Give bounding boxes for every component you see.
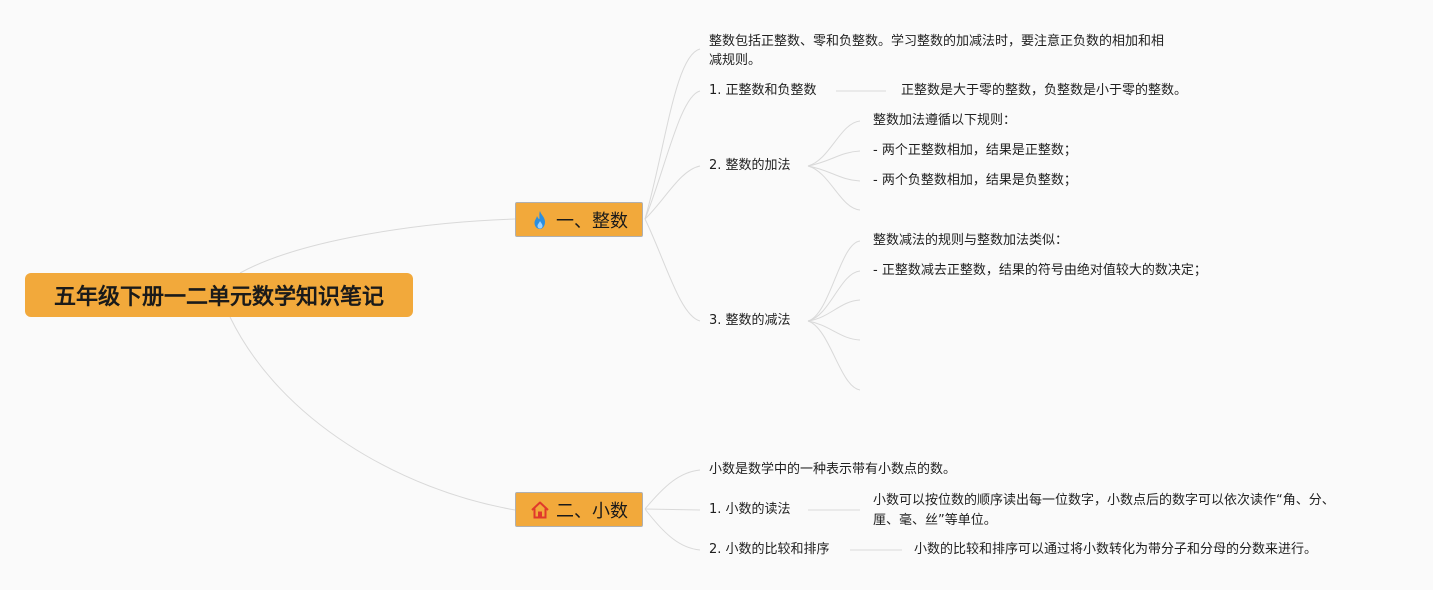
integers-intro-line1: 整数包括正整数、零和负整数。学习整数的加减法时，要注意正负数的相加和相 bbox=[709, 34, 1165, 49]
link-integers-topic1 bbox=[644, 90, 701, 220]
topic-detail: 正整数是大于零的整数，负整数是小于零的整数。 bbox=[901, 83, 1188, 98]
root-node[interactable]: 五年级下册一二单元数学知识笔记 bbox=[25, 273, 413, 317]
topic-detail: 小数可以按位数的顺序读出每一位数字，小数点后的数字可以依次读作“角、分、 bbox=[873, 493, 1335, 508]
branch-node-decimals[interactable]: 二、小数 bbox=[515, 492, 643, 527]
topic-detail: - 正整数减去正整数，结果的符号由绝对值较大的数决定； bbox=[873, 263, 1207, 278]
link-topic2-detail3 bbox=[807, 165, 861, 182]
topic-detail: 厘、毫、丝”等单位。 bbox=[873, 513, 997, 528]
branch-node-integers[interactable]: 一、整数 bbox=[515, 202, 643, 237]
link-root-decimals bbox=[229, 316, 516, 511]
link-topic3-detail1 bbox=[807, 240, 861, 322]
fire-icon bbox=[534, 210, 545, 229]
topic-label[interactable]: 2. 整数的加法 bbox=[709, 158, 791, 173]
topic-detail: - 两个负整数相加，结果是负整数； bbox=[873, 173, 1077, 188]
decimals-intro: 小数是数学中的一种表示带有小数点的数。 bbox=[709, 462, 957, 477]
link-integers-intro bbox=[644, 48, 701, 220]
link-topic3-detail4 bbox=[807, 320, 861, 341]
topic-label[interactable]: 2. 小数的比较和排序 bbox=[709, 542, 830, 557]
link-integers-topic3 bbox=[644, 218, 701, 322]
root-title: 五年级下册一二单元数学知识笔记 bbox=[53, 285, 384, 310]
link-decimals-topic1 bbox=[644, 508, 701, 511]
topic-label[interactable]: 1. 正整数和负整数 bbox=[709, 83, 817, 98]
topic-label[interactable]: 3. 整数的减法 bbox=[709, 313, 791, 328]
link-decimals-topic2 bbox=[644, 508, 701, 551]
link-topic2-detail1 bbox=[807, 120, 861, 167]
link-topic3-detail2 bbox=[807, 270, 861, 322]
branch-title: 二、小数 bbox=[556, 500, 628, 522]
topic-detail: - 两个正整数相加，结果是正整数； bbox=[873, 143, 1077, 158]
link-integers-topic2 bbox=[644, 165, 701, 220]
link-topic2-detail4 bbox=[807, 165, 861, 211]
home-icon bbox=[531, 501, 549, 518]
link-topic3-detail3 bbox=[807, 299, 861, 322]
topic-detail: 小数的比较和排序可以通过将小数转化为带分子和分母的分数来进行。 bbox=[914, 542, 1318, 557]
branch-title: 一、整数 bbox=[556, 210, 628, 232]
topic-detail: 整数加法遵循以下规则： bbox=[873, 113, 1017, 128]
link-decimals-intro bbox=[644, 469, 701, 510]
link-topic2-detail2 bbox=[807, 150, 861, 167]
link-topic3-detail5 bbox=[807, 320, 861, 391]
link-root-integers bbox=[239, 218, 516, 274]
topic-label[interactable]: 1. 小数的读法 bbox=[709, 502, 791, 517]
topic-detail: 整数减法的规则与整数加法类似： bbox=[873, 233, 1069, 248]
integers-intro-line2: 减规则。 bbox=[709, 53, 762, 68]
